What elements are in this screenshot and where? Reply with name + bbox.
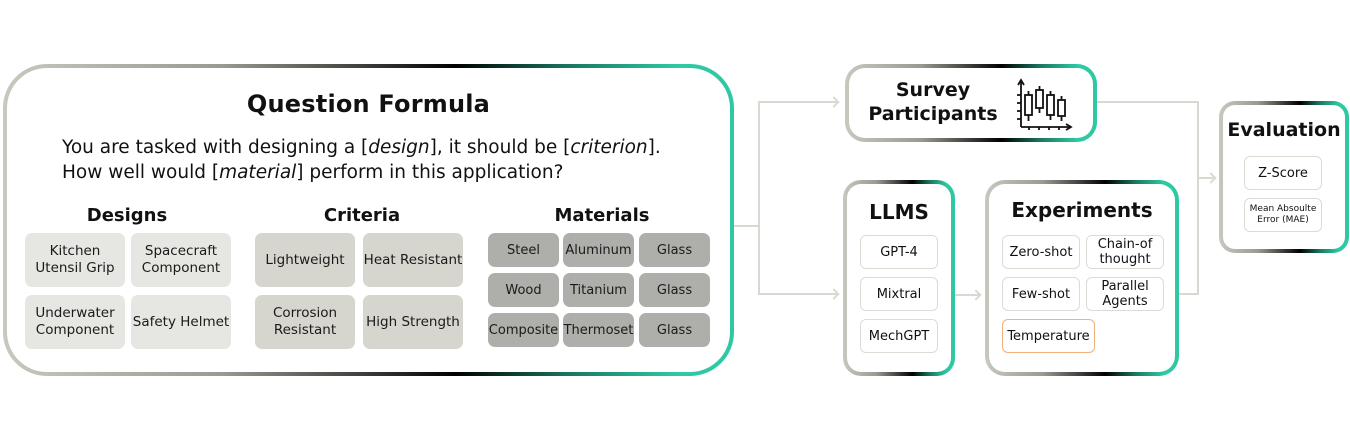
evaluation-chip: Mean Absoulte Error (MAE)	[1244, 198, 1322, 232]
experiments-title: Experiments	[1011, 198, 1153, 222]
design-variable: design	[368, 137, 430, 158]
designs-heading: Designs	[86, 205, 168, 226]
connector-line	[1097, 101, 1199, 103]
arrow-head-icon	[828, 288, 840, 300]
material-chip: Wood	[488, 273, 559, 307]
material-chip: Steel	[488, 233, 559, 267]
experiment-chip: Chain-of thought	[1086, 235, 1164, 269]
text: ] perform in this application?	[296, 162, 564, 183]
design-chip: Underwater Component	[25, 295, 125, 349]
material-chip: Titanium	[563, 273, 634, 307]
text: You are tasked with designing a [	[62, 137, 369, 158]
llm-chip: Mixtral	[860, 277, 938, 311]
arrow-head-icon	[970, 289, 982, 301]
question-formula-panel: Question Formula You are tasked with des…	[3, 64, 734, 376]
connector-line	[1197, 101, 1199, 295]
question-template: You are tasked with designing a [design]…	[62, 135, 661, 185]
experiment-chip-highlighted: Temperature	[1002, 319, 1095, 353]
question-line-1: You are tasked with designing a [design]…	[62, 135, 661, 160]
criteria-chip: High Strength	[363, 295, 463, 349]
criteria-chip: Lightweight	[255, 233, 355, 287]
connector-line	[955, 294, 980, 296]
text: How well would [	[62, 162, 220, 183]
evaluation-chip: Z-Score	[1244, 156, 1322, 190]
criterion-variable: criterion	[570, 137, 648, 158]
question-formula-title: Question Formula	[246, 90, 491, 118]
llm-chip: MechGPT	[860, 319, 938, 353]
llm-chip: GPT-4	[860, 235, 938, 269]
design-chip: Safety Helmet	[131, 295, 231, 349]
llms-title: LLMS	[869, 200, 929, 224]
candlestick-chart-icon	[1017, 78, 1073, 131]
design-chip: Spacecraft Component	[131, 233, 231, 287]
connector-line	[758, 101, 838, 103]
evaluation-title: Evaluation	[1227, 119, 1341, 141]
connector-line	[758, 101, 760, 295]
connector-line	[1179, 293, 1199, 295]
experiment-chip: Zero-shot	[1002, 235, 1080, 269]
text: ], it should be [	[429, 137, 571, 158]
connector-line	[758, 293, 838, 295]
material-chip: Glass	[639, 313, 710, 347]
material-chip: Thermoset	[563, 313, 634, 347]
question-line-2: How well would [material] perform in thi…	[62, 160, 661, 185]
materials-heading: Materials	[554, 205, 650, 226]
text: ].	[647, 137, 661, 158]
llms-box: LLMS GPT-4 Mixtral MechGPT	[843, 180, 955, 376]
evaluation-box: Evaluation Z-Score Mean Absoulte Error (…	[1219, 101, 1349, 253]
arrow-head-icon	[1205, 172, 1217, 184]
criteria-chip: Corrosion Resistant	[255, 295, 355, 349]
material-variable: material	[219, 162, 297, 183]
material-chip: Glass	[639, 233, 710, 267]
design-chip: Kitchen Utensil Grip	[25, 233, 125, 287]
connector-line	[1197, 177, 1213, 179]
text: Survey	[895, 79, 971, 101]
connector-line	[734, 225, 760, 227]
text: Participants	[868, 103, 998, 125]
material-chip: Composite	[488, 313, 559, 347]
arrow-head-icon	[828, 96, 840, 108]
experiment-chip: Parallel Agents	[1086, 277, 1164, 311]
survey-participants-label: Survey Participants	[859, 78, 1007, 126]
experiment-chip: Few-shot	[1002, 277, 1080, 311]
survey-participants-box: Survey Participants	[845, 64, 1097, 142]
material-chip: Aluminum	[563, 233, 634, 267]
criteria-heading: Criteria	[323, 205, 401, 226]
criteria-chip: Heat Resistant	[363, 233, 463, 287]
experiments-box: Experiments Zero-shot Chain-of thought F…	[985, 180, 1179, 376]
material-chip: Glass	[639, 273, 710, 307]
